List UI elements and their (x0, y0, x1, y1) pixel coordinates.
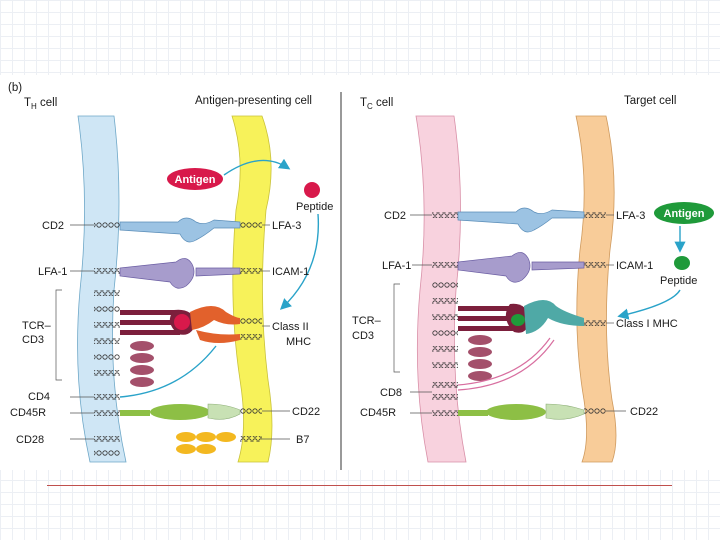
tc-cell-sub: C (367, 102, 373, 111)
antigen-label-left: Antigen (175, 174, 216, 186)
tc-cell-header: TC cell (360, 97, 393, 111)
label-class2-left: Class II (272, 321, 309, 333)
peptide-arrow-right (617, 289, 681, 320)
icam1-left (195, 267, 241, 277)
label-cd45r-right: CD45R (360, 407, 396, 419)
label-cd22-left: CD22 (292, 406, 320, 418)
label-class1-right: Class I MHC (616, 318, 678, 330)
cd45r-right (486, 404, 546, 420)
peptide-right (674, 256, 690, 270)
peptide-arrow-left (279, 213, 320, 310)
label-icam1-right: ICAM-1 (616, 260, 653, 272)
peptide-label-left: Peptide (296, 201, 333, 213)
tc-cell-membrane (415, 115, 467, 463)
peptide-left (304, 182, 320, 198)
cd4-link-left (119, 345, 217, 398)
cd22-right (545, 403, 585, 420)
label-cd22-right: CD22 (630, 406, 658, 418)
lfa1-left (119, 258, 195, 289)
cd45r-stalk-left (120, 410, 150, 416)
label-cd45r-left: CD45R (10, 407, 46, 419)
antigen-ellipse-right (654, 202, 714, 224)
th-cell-suffix: cell (37, 97, 57, 109)
th-coils (94, 222, 120, 456)
cd22-left (207, 403, 241, 420)
tc-cell-suffix: cell (373, 97, 393, 109)
label-cd8-right: CD8 (380, 387, 402, 399)
label-cd2-left: CD2 (42, 220, 64, 232)
label-cd3-left: CD3 (22, 334, 44, 346)
label-cd3-right: CD3 (352, 330, 374, 342)
svg-text:TC cell: TC cell (360, 97, 393, 111)
label-tcr-right: TCR– (352, 315, 382, 327)
tc-cell-prefix: T (360, 97, 367, 109)
th-cell-header: TH cell (24, 97, 57, 111)
svg-text:TH cell: TH cell (24, 97, 57, 111)
cd2-lfa3-complex-left (119, 217, 241, 243)
label-lfa3-left: LFA-3 (272, 220, 301, 232)
class1-mhc-right (524, 300, 584, 334)
lfa1-right (457, 252, 531, 283)
target-coils (584, 212, 606, 414)
th-cell-sub: H (31, 102, 37, 111)
icam1-right (531, 261, 585, 271)
label-tcr-left: TCR– (22, 320, 52, 332)
peptide-label-right: Peptide (660, 275, 697, 287)
cd8-link-right-2 (457, 339, 555, 391)
apc-membrane (231, 115, 273, 463)
cd45r-stalk-right (458, 410, 488, 416)
cd45r-left (150, 404, 210, 420)
label-lfa1-left: LFA-1 (38, 266, 67, 278)
label-cd2-right: CD2 (384, 210, 406, 222)
class2-mhc-left (190, 306, 240, 330)
class2-mhc-beta-left (196, 330, 240, 343)
label-lfa1-right: LFA-1 (382, 260, 411, 272)
panel-letter: (b) (8, 82, 22, 94)
target-cell-membrane (575, 115, 617, 463)
tc-coils (432, 212, 458, 416)
peptide-bound-left (174, 314, 190, 330)
label-b7-left: B7 (296, 434, 309, 446)
label-cd28-left: CD28 (16, 434, 44, 446)
antigen-arrow-left (223, 158, 291, 176)
th-cell-prefix: T (24, 97, 31, 109)
b7-left (176, 432, 236, 454)
cd8-link-right (457, 337, 551, 386)
leader-lines-left (55, 224, 290, 440)
label-mhc-left: MHC (286, 336, 311, 348)
antigen-label-right: Antigen (664, 208, 705, 220)
cd3-right (468, 335, 492, 381)
label-cd4-left: CD4 (28, 391, 50, 403)
target-cell-header: Target cell (624, 95, 676, 107)
peptide-bound-right (511, 314, 525, 326)
apc-header: Antigen-presenting cell (195, 95, 312, 107)
leader-lines-right (393, 214, 626, 414)
antigen-ellipse-left (167, 168, 223, 190)
cd3-left (130, 341, 154, 387)
label-icam1-left: ICAM-1 (272, 266, 309, 278)
apc-coils (240, 222, 262, 442)
footer-rule (47, 485, 672, 486)
cd2-lfa3-complex-right (457, 207, 585, 233)
label-lfa3-right: LFA-3 (616, 210, 645, 222)
